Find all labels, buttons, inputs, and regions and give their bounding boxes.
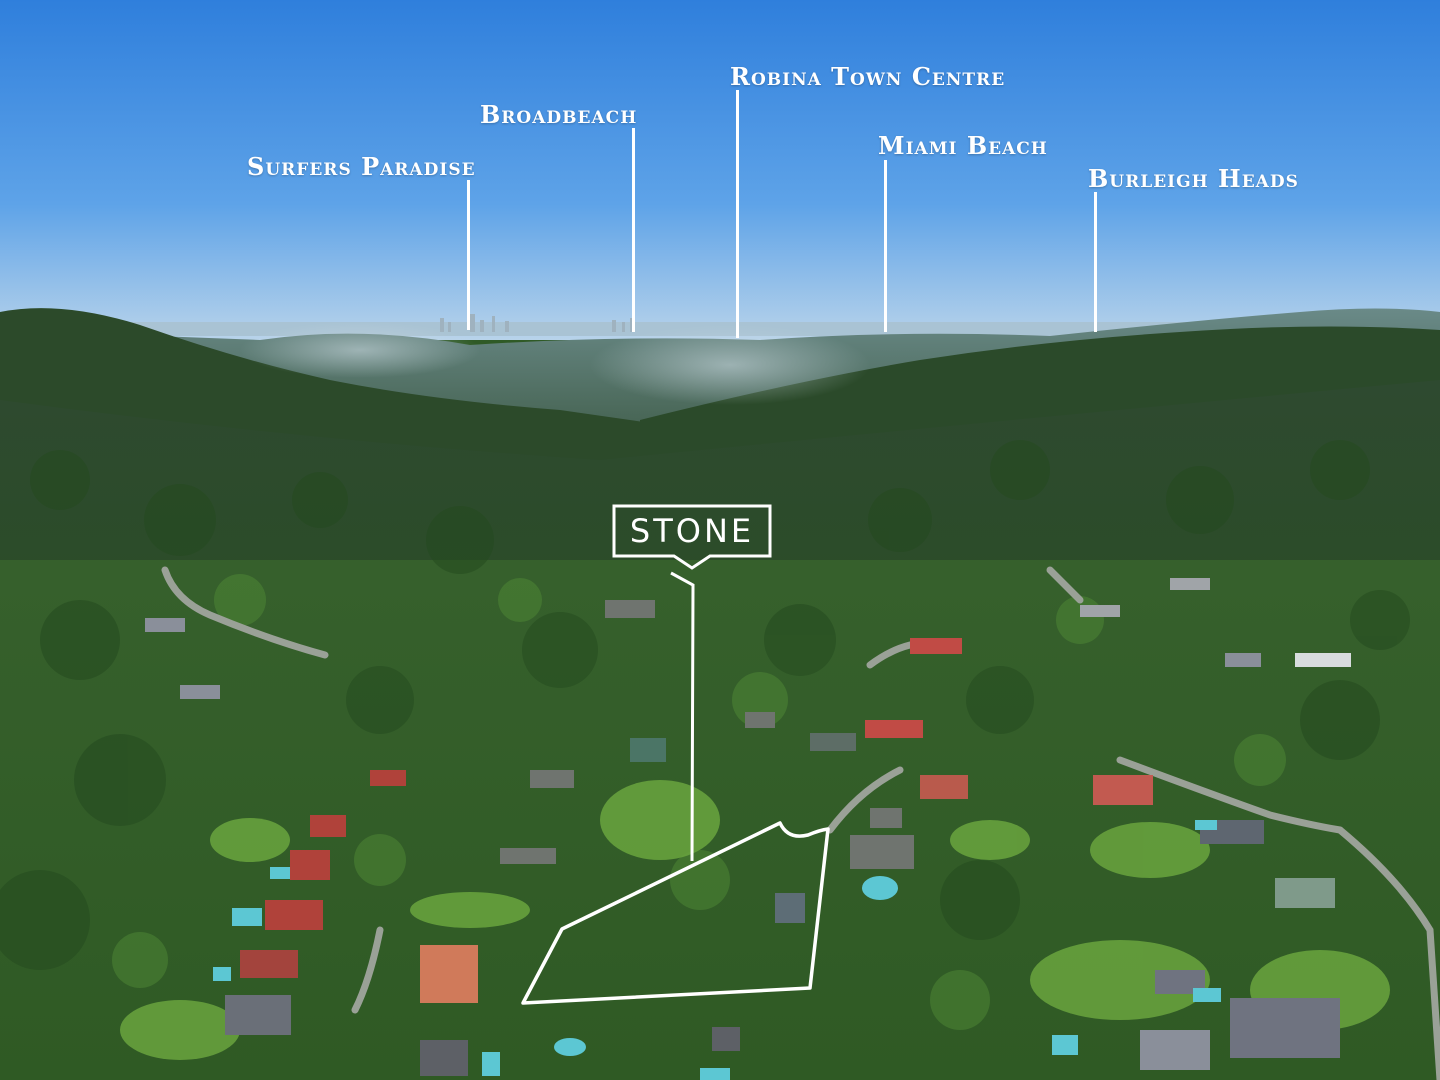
label-robina-town-centre: Robina Town Centre: [730, 62, 1006, 91]
pointer-robina-town-centre: [736, 90, 739, 338]
label-broadbeach: Broadbeach: [480, 100, 638, 129]
property-boundary: [521, 821, 830, 1005]
swimming-pools: [213, 820, 1221, 1080]
label-miami-beach: Miami Beach: [878, 131, 1048, 160]
roads: [161, 566, 1440, 1080]
pointer-broadbeach: [632, 128, 635, 332]
sky: [0, 0, 1440, 340]
tree-canopy: [0, 440, 1410, 970]
label-burleigh-heads: Burleigh Heads: [1088, 164, 1299, 193]
pointer-surfers-paradise: [467, 180, 470, 330]
stone-logo-icon: [612, 504, 772, 570]
label-surfers-paradise: Surfers Paradise: [247, 152, 476, 181]
pointer-burleigh-heads: [1094, 192, 1097, 332]
valley-haze: [590, 325, 870, 405]
valley-haze-2: [240, 322, 480, 378]
pointer-miami-beach: [884, 160, 887, 332]
stone-logo-pointer: [670, 571, 695, 862]
lawns: [120, 780, 1390, 1060]
stone-logo-text: STONE: [629, 512, 755, 550]
